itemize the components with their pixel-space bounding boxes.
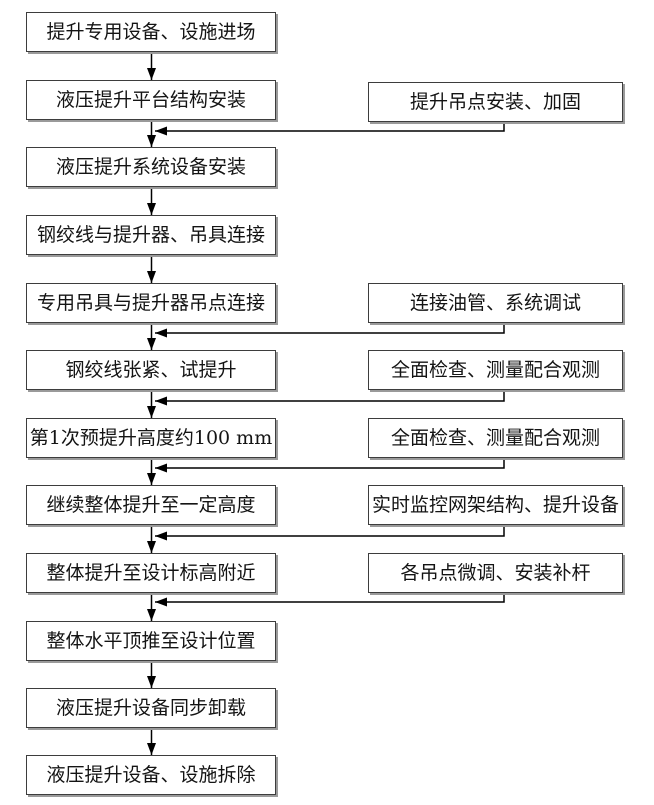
side-step-1: 提升吊点安装、加固: [368, 82, 623, 122]
side-step-6: 各吊点微调、安装补杆: [368, 553, 623, 593]
main-step-5: 专用吊具与提升器吊点连接: [26, 283, 276, 323]
main-step-7: 第1次预提升高度约100 mm: [26, 418, 276, 458]
main-step-3: 液压提升系统设备安装: [26, 147, 276, 187]
side-step-3: 全面检查、测量配合观测: [368, 350, 623, 390]
main-step-9: 整体提升至设计标高附近: [26, 553, 276, 593]
main-step-6: 钢绞线张紧、试提升: [26, 350, 276, 390]
side-step-5: 实时监控网架结构、提升设备: [368, 485, 623, 525]
main-step-1: 提升专用设备、设施进场: [26, 12, 276, 52]
side-connector-5: [155, 525, 505, 541]
side-connector-4: [155, 457, 505, 473]
main-step-11: 液压提升设备同步卸载: [26, 688, 276, 728]
side-step-4: 全面检查、测量配合观测: [368, 418, 623, 458]
side-connector-3: [155, 390, 505, 406]
main-step-8: 继续整体提升至一定高度: [26, 485, 276, 525]
main-step-2: 液压提升平台结构安装: [26, 80, 276, 120]
main-step-4: 钢绞线与提升器、吊具连接: [26, 215, 276, 255]
side-connector-6: [155, 592, 505, 607]
main-step-10: 整体水平顶推至设计位置: [26, 621, 276, 661]
side-connector-1: [155, 122, 505, 136]
side-step-2: 连接油管、系统调试: [368, 283, 623, 323]
main-step-12: 液压提升设备、设施拆除: [26, 755, 276, 795]
side-connector-2: [155, 323, 505, 338]
